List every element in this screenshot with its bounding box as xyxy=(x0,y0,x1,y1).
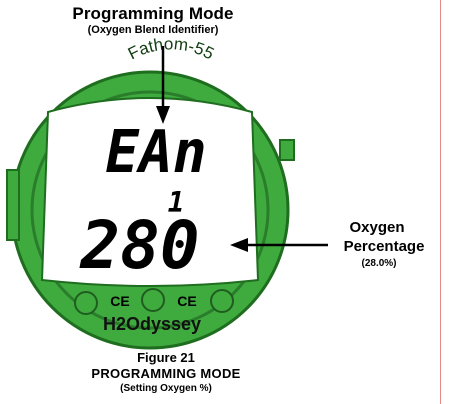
bezel-button-right[interactable] xyxy=(210,289,234,313)
bezel-tab-right xyxy=(279,139,295,161)
arrow-to-value-head xyxy=(230,238,248,252)
lcd-mode-text: EAn xyxy=(105,118,206,187)
oxygen-label: Oxygen xyxy=(349,219,405,236)
arrow-to-mode-head xyxy=(156,106,170,124)
figure-subtitle: (Setting Oxygen %) xyxy=(120,383,212,394)
bezel-button-left[interactable] xyxy=(74,291,98,315)
bezel-tab-left xyxy=(6,169,20,241)
callout-title: Programming Mode xyxy=(72,4,234,23)
percentage-value-note: (28.0%) xyxy=(361,258,397,269)
page-margin-line xyxy=(440,0,441,404)
bezel-inner-edge xyxy=(30,90,270,330)
percentage-label: Percentage xyxy=(343,238,425,255)
bezel-button-center[interactable] xyxy=(141,288,165,312)
lcd-index-text: 1 xyxy=(168,186,185,219)
lcd-window xyxy=(40,97,260,287)
ce-mark-1: CE xyxy=(110,293,129,309)
figure-number: Figure 21 xyxy=(137,350,195,365)
maker-logo-text: H2Odyssey xyxy=(103,314,201,334)
ce-mark-2: CE xyxy=(177,293,196,309)
lcd-value-text: 280 xyxy=(79,207,199,284)
callout-subtitle: (Oxygen Blend Identifier) xyxy=(87,24,219,36)
figure-title: PROGRAMMING MODE xyxy=(91,366,241,381)
brand-arc-text: Fathom-55 xyxy=(125,34,217,63)
